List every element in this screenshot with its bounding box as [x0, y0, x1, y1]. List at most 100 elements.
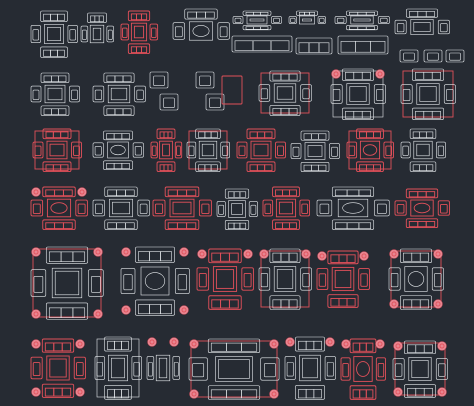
- armchair-seat: [177, 274, 187, 291]
- armchair-frame: [284, 356, 296, 380]
- sofa-cushion: [239, 222, 247, 229]
- armchair-seat: [396, 203, 405, 214]
- armchair-block: [132, 142, 144, 158]
- sofa-cushion: [313, 340, 322, 350]
- sofa-block: [156, 128, 176, 140]
- plant-block: [301, 249, 311, 259]
- armchair-seat: [332, 89, 341, 101]
- plant-pot: [437, 387, 447, 397]
- armchair-block: [437, 200, 450, 216]
- sofa-cushion: [260, 12, 269, 16]
- table-inset: [411, 360, 429, 378]
- sofa-cushion: [98, 15, 104, 23]
- armchair-frame: [80, 25, 89, 43]
- armchair-seat: [188, 145, 195, 156]
- armchair-block: [394, 200, 407, 216]
- plant-block: [77, 187, 87, 197]
- sofa-block: [300, 130, 330, 141]
- armchair-seat: [376, 89, 384, 101]
- sofa-block: [40, 10, 68, 22]
- coffee-table: [353, 356, 373, 382]
- armchair-frame: [248, 201, 258, 217]
- armchair-frame: [217, 22, 230, 40]
- sofa-block: [45, 246, 89, 264]
- armchair-frame: [196, 267, 210, 291]
- coffee-table: [331, 266, 355, 292]
- table-inset: [253, 143, 269, 157]
- sofa-cushion: [72, 307, 86, 318]
- sofa-cushion: [160, 304, 172, 315]
- sofa-cushion: [288, 252, 298, 262]
- plant-center: [199, 251, 205, 257]
- table-inset: [158, 357, 168, 379]
- table-inset: [215, 269, 235, 289]
- table-inset: [302, 357, 318, 379]
- table-inset: [278, 201, 294, 215]
- plant-center: [343, 341, 349, 347]
- sofa-frame: [207, 338, 261, 353]
- plant-pot: [393, 341, 403, 351]
- plant-pot: [433, 299, 443, 309]
- armchair-frame: [290, 143, 302, 159]
- sofa-cushion: [205, 11, 215, 19]
- living-room-set: [400, 128, 446, 172]
- armchair-seat: [449, 52, 461, 61]
- living-room-set: [346, 128, 394, 173]
- sofa-cushion: [425, 11, 435, 17]
- sofa-block: [103, 130, 133, 141]
- armchair-block: [290, 143, 302, 159]
- sofa-cushion: [125, 189, 135, 197]
- sofa-block: [356, 128, 384, 140]
- sofa-cushion: [425, 131, 434, 139]
- sofa-block: [195, 161, 221, 172]
- armchair-seat: [438, 363, 446, 377]
- armchair-block: [324, 356, 336, 380]
- plant-pot: [93, 309, 103, 319]
- living-room-set: [30, 246, 104, 320]
- armchair-seat: [342, 362, 349, 378]
- armchair-block: [400, 141, 411, 159]
- armchair-seat: [360, 273, 368, 287]
- armchair-frame: [137, 199, 150, 217]
- armchair-seat: [290, 17, 296, 23]
- sofa-cushion: [160, 251, 172, 262]
- plant-block: [341, 339, 351, 349]
- sofa-frame: [295, 37, 333, 55]
- armchair-frame: [271, 16, 282, 24]
- armchair-seat: [390, 273, 399, 288]
- armchair-seat: [377, 203, 387, 214]
- armchair-block: [373, 84, 386, 104]
- sofa-block: [269, 295, 301, 310]
- armchair-frame: [172, 356, 180, 380]
- sofa-frame: [346, 25, 378, 31]
- sofa-block: [346, 10, 378, 16]
- armchair-seat: [209, 97, 221, 108]
- armchair-block: [392, 358, 405, 380]
- sofa-block: [327, 250, 359, 265]
- sofa-block: [224, 188, 250, 199]
- sofa-block: [104, 384, 132, 400]
- plant-center: [333, 71, 339, 77]
- sofa-block: [405, 218, 439, 229]
- sofa-block: [127, 43, 151, 55]
- sofa-block: [269, 248, 301, 263]
- armchair-frame: [437, 19, 450, 35]
- plant-center: [395, 389, 401, 395]
- armchair-block: [205, 93, 225, 111]
- plant-center: [149, 339, 155, 345]
- sofa-block: [104, 186, 138, 197]
- sofa-frame: [400, 295, 432, 310]
- sofa-frame: [272, 186, 300, 198]
- sofa-frame: [103, 160, 133, 170]
- armchair-frame: [392, 358, 405, 380]
- sofa-frame: [208, 248, 242, 264]
- sofa-block: [231, 35, 293, 53]
- plant-pot: [341, 339, 351, 349]
- armchair-frame: [431, 267, 444, 291]
- armchair-seat: [175, 26, 183, 38]
- sofa-frame: [327, 250, 359, 265]
- armchair-block: [149, 71, 169, 89]
- armchair-block: [159, 93, 179, 111]
- sofa-cushion: [373, 131, 381, 139]
- sofa-frame: [231, 35, 293, 53]
